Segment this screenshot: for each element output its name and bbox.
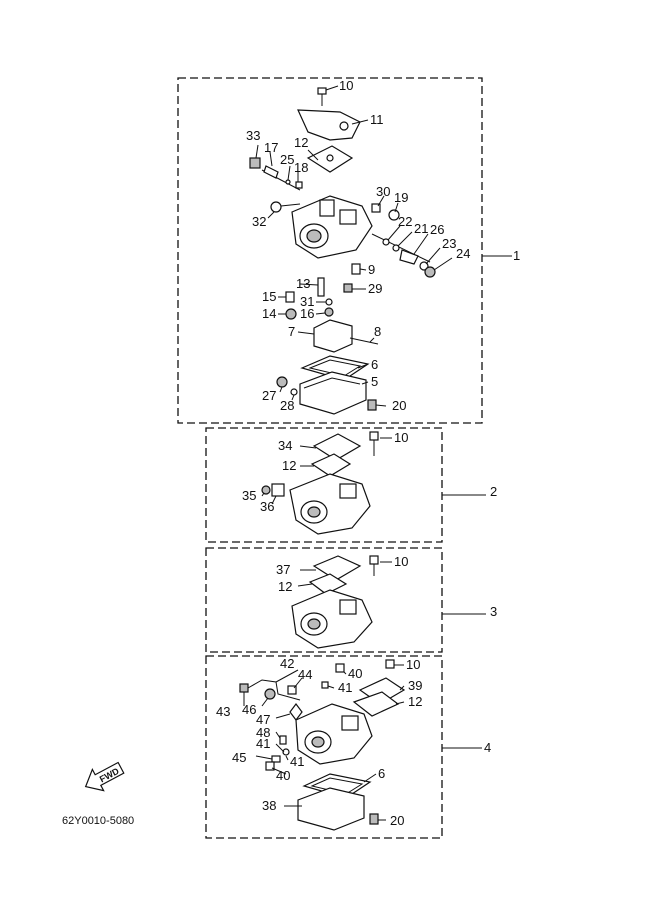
group-box-2: [205, 427, 443, 543]
label-30: 30: [376, 184, 390, 199]
label-44: 44: [298, 667, 312, 682]
label-4: 4: [484, 740, 491, 755]
label-36: 36: [260, 499, 274, 514]
label-38: 38: [262, 798, 276, 813]
label-15: 15: [262, 289, 276, 304]
group-box-3: [205, 547, 443, 653]
label-1: 1: [513, 248, 520, 263]
group-box-4: [205, 655, 443, 839]
part-code: 62Y0010-5080: [62, 815, 134, 827]
group-box-1: [177, 77, 483, 424]
label-20-a: 20: [392, 398, 406, 413]
label-2: 2: [490, 484, 497, 499]
group-1-parts: [249, 87, 436, 415]
label-10-b: 10: [394, 430, 408, 445]
label-43: 43: [216, 704, 230, 719]
label-48: 48: [256, 725, 270, 740]
label-41-a: 41: [338, 680, 352, 695]
label-20-b: 20: [390, 813, 404, 828]
label-39: 39: [408, 678, 422, 693]
group-3-parts: [291, 555, 379, 649]
label-10-c: 10: [394, 554, 408, 569]
label-42: 42: [280, 656, 294, 671]
label-12-c: 12: [278, 579, 292, 594]
label-14: 14: [262, 306, 276, 321]
label-33: 33: [246, 128, 260, 143]
leader-lines: [243, 85, 453, 821]
label-45: 45: [232, 750, 246, 765]
label-10-a: 10: [339, 78, 353, 93]
label-32: 32: [252, 214, 266, 229]
label-40-b: 40: [276, 768, 290, 783]
label-37: 37: [276, 562, 290, 577]
label-27: 27: [262, 388, 276, 403]
label-8: 8: [374, 324, 381, 339]
label-9: 9: [368, 262, 375, 277]
label-34: 34: [278, 438, 292, 453]
label-35: 35: [242, 488, 256, 503]
label-6-b: 6: [378, 766, 385, 781]
label-41-c: 41: [290, 754, 304, 769]
part-number-labels: 10 11 12 33 17 25 18 30 19 32 22 21 26 2…: [216, 78, 520, 828]
label-5: 5: [371, 374, 378, 389]
label-29: 29: [368, 281, 382, 296]
group-4-parts: [239, 659, 406, 831]
label-13: 13: [296, 276, 310, 291]
label-28: 28: [280, 398, 294, 413]
label-46: 46: [242, 702, 256, 717]
group-2-parts: [261, 431, 379, 535]
label-12-d: 12: [408, 694, 422, 709]
label-11: 11: [370, 112, 384, 127]
label-10-d: 10: [406, 657, 420, 672]
label-18: 18: [294, 160, 308, 175]
label-12-b: 12: [282, 458, 296, 473]
label-40-a: 40: [348, 666, 362, 681]
label-12-a: 12: [294, 135, 308, 150]
label-26: 26: [430, 222, 444, 237]
label-24: 24: [456, 246, 470, 261]
label-3: 3: [490, 604, 497, 619]
label-22: 22: [398, 214, 412, 229]
label-7: 7: [288, 324, 295, 339]
label-25: 25: [280, 152, 294, 167]
label-41-b: 41: [256, 736, 270, 751]
label-47: 47: [256, 712, 270, 727]
label-17: 17: [264, 140, 278, 155]
label-6-a: 6: [371, 357, 378, 372]
label-19: 19: [394, 190, 408, 205]
fwd-arrow: FWD: [84, 761, 125, 792]
label-16: 16: [300, 306, 314, 321]
label-21: 21: [414, 221, 428, 236]
label-31: 31: [300, 294, 314, 309]
label-23: 23: [442, 236, 456, 251]
